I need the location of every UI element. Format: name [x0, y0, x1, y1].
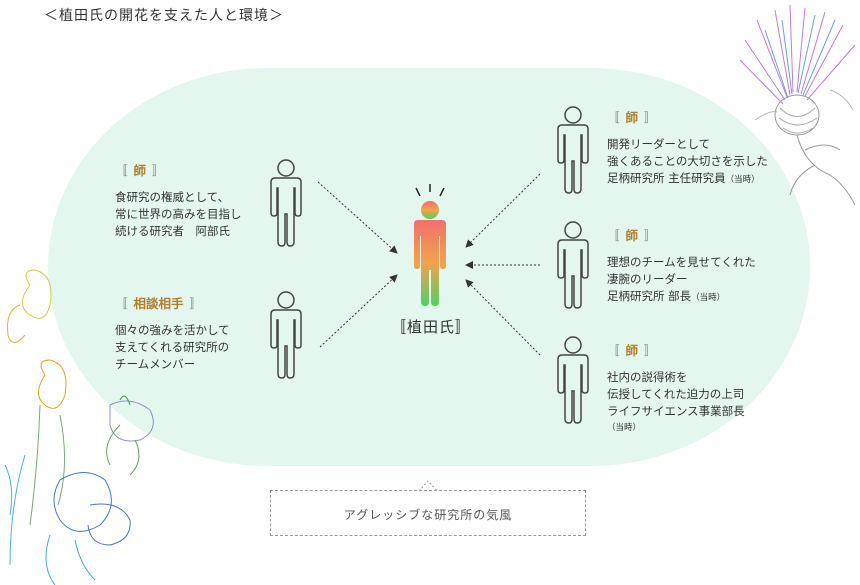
description-line: 凄腕のリーダー: [607, 272, 688, 286]
arrow-right-bottom: [465, 279, 541, 356]
description-line: 足柄研究所 部長（当時）: [607, 289, 726, 303]
person-icon-right-2: [557, 221, 589, 309]
description-line: 支えてくれる研究所の: [115, 340, 230, 354]
lab-culture-callout: アグレッシブな研究所の気風: [270, 490, 586, 536]
thistle-flower-illustration: [739, 4, 856, 206]
description-line: 常に世界の高みを目指し: [115, 207, 242, 221]
role-tag: 〚師〛: [607, 228, 657, 243]
center-person-figure: [414, 184, 446, 306]
person-card-right-2: 〚師〛 理想のチームを見せてくれた 凄腕のリーダー 足柄研究所 部長（当時）: [607, 227, 756, 307]
role-tag: 〚師〛: [607, 343, 657, 358]
description-line: 足柄研究所 主任研究員（当時）: [607, 171, 760, 185]
sweet-pea-flower-illustration: [4, 269, 154, 585]
description-line: 食研究の権威として、: [115, 190, 230, 204]
callout-pointer: [418, 480, 438, 492]
description-line: 強くあることの大切さを示した: [607, 154, 768, 168]
description-line: チームメンバー: [115, 357, 196, 371]
center-person-label: 〚植田氏〛: [391, 318, 472, 336]
arrow-left-top: [317, 181, 398, 254]
person-card-right-3: 〚師〛 社内の説得術を 伝授してくれた迫力の上司 ライフサイエンス事業部長 （当…: [607, 342, 745, 437]
person-card-left-1: 〚師〛 食研究の権威として、 常に世界の高みを目指し 続ける研究者 阿部氏: [115, 162, 242, 240]
role-tag: 〚師〛: [607, 110, 657, 125]
description-line: 理想のチームを見せてくれた: [607, 255, 756, 269]
role-tag: 〚相談相手〛: [115, 296, 203, 311]
arrow-right-top: [465, 173, 541, 248]
period-note: （当時）: [691, 293, 726, 303]
description-line: 個々の強みを活かして: [115, 323, 230, 337]
arrow-left-bottom: [319, 274, 398, 348]
description-line: 続ける研究者 阿部氏: [115, 224, 230, 238]
page-title: ＜植田氏の開花を支えた人と環境＞: [44, 8, 284, 24]
period-note: （当時）: [607, 423, 642, 433]
role-tag: 〚師〛: [115, 163, 165, 178]
description-line: 社内の説得術を: [607, 370, 688, 384]
period-note: （当時）: [725, 175, 760, 185]
person-card-right-1: 〚師〛 開発リーダーとして 強くあることの大切さを示した 足柄研究所 主任研究員…: [607, 109, 768, 189]
description-line: ライフサイエンス事業部長: [607, 404, 745, 418]
lab-culture-label: アグレッシブな研究所の気風: [343, 508, 513, 522]
person-icon-right-1: [557, 106, 589, 194]
person-icon-left-2: [270, 291, 302, 379]
description-line: 開発リーダーとして: [607, 137, 711, 151]
person-icon-left-1: [270, 159, 302, 247]
person-card-left-2: 〚相談相手〛 個々の強みを活かして 支えてくれる研究所の チームメンバー: [115, 295, 230, 373]
description-line: 伝授してくれた迫力の上司: [607, 387, 745, 401]
person-icon-right-3: [557, 336, 589, 424]
